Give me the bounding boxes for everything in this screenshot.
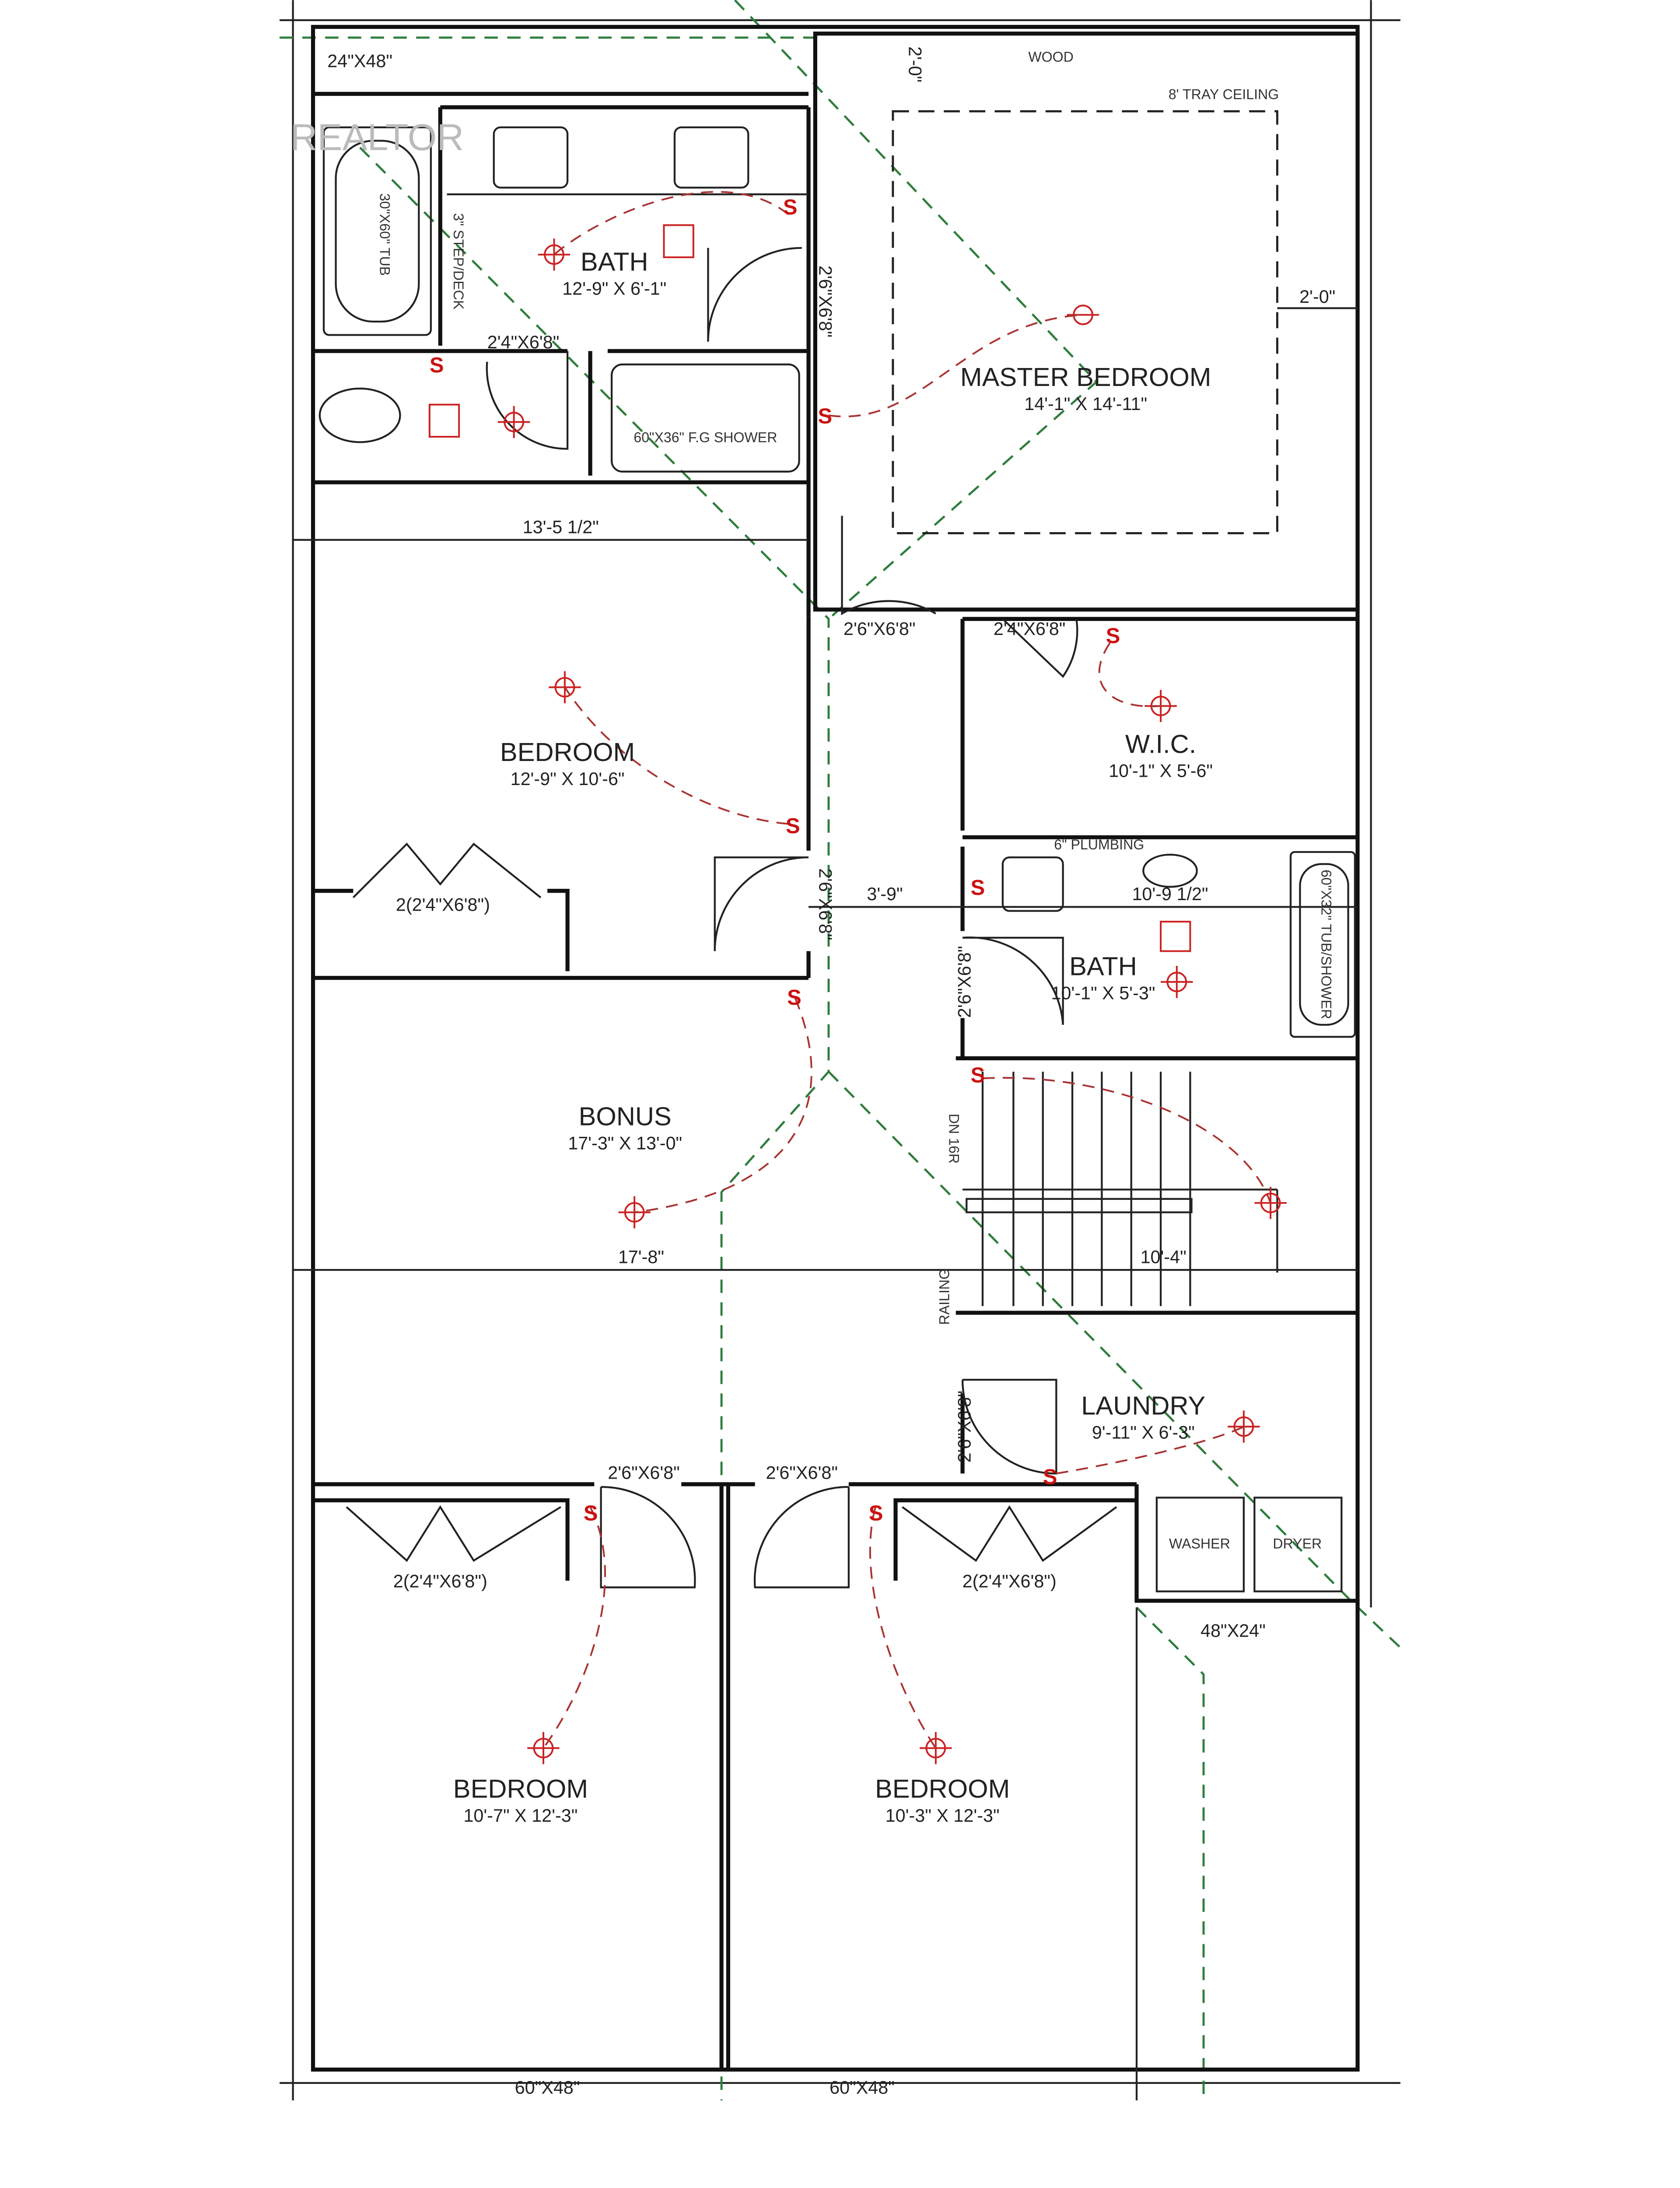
room-name-bedroom-2: BEDROOM [453,1774,588,1803]
reference-lines [280,0,1400,2100]
floor-plan: S S S S S S S S S S S MASTER BEDROOM 14'… [280,0,1400,2100]
toilet-icon [318,387,401,443]
switch-symbol: S [1043,1466,1057,1489]
light-fixture-icon [538,238,570,271]
exhaust-fan-icon [428,403,460,438]
door-labels: 2'4"X6'8" 2'6"X6'8" 2'6"X6'8" 2'4"X6'8" … [393,266,1066,1592]
realtor-watermark: REALTOR [290,116,464,158]
door-label: 2'6"X6'8" [766,1462,838,1483]
door-label: 2'6"X6'8" [954,1391,974,1463]
fixtures [318,110,1356,1592]
room-dims-bonus: 17'-3" X 13'-0" [568,1133,682,1154]
switch-symbol: S [869,1501,883,1525]
room-name-bath: BATH [581,247,648,277]
door-label: 2(2'4"X6'8") [396,895,490,915]
note-tub: 30"X60" TUB [377,193,393,276]
sink-icon [493,126,569,189]
electrical: S S S S S S S S S S S [428,191,1287,1764]
dim-master-top: 2'-0" [905,46,925,82]
door-label: 2'6"X6'8" [844,619,916,639]
note-tray-ceiling: 8' TRAY CEILING [1169,87,1279,102]
light-fixture-icon [1228,1410,1260,1443]
switch-symbol: S [786,814,800,838]
room-dims-bedroom: 12'-9" X 10'-6" [511,769,625,789]
light-fixture-icon [497,406,530,438]
switch-symbol: S [430,354,444,377]
note-stairs-down: DN 16R [946,1114,962,1164]
doors [346,247,1117,1588]
room-dims-bath: 12'-9" X 6'-1" [562,279,666,299]
switch-symbol: S [787,986,802,1010]
room-dims-bath-2: 10'-1" X 5'-3" [1051,983,1155,1003]
exhaust-fan-icon [1160,921,1191,952]
dim-stair-width: 10'-4" [1141,1247,1186,1267]
room-name-master-bedroom: MASTER BEDROOM [960,362,1211,392]
light-fixture-icon [527,1732,560,1764]
room-dims-master-bedroom: 14'-1" X 14'-11" [1024,394,1147,414]
dim-window-right: 60"X48" [830,2077,895,2097]
room-name-bedroom-3: BEDROOM [875,1774,1010,1803]
switch-symbol: S [584,1501,598,1525]
switch-symbol: S [970,876,985,900]
note-dryer: DRYER [1273,1536,1322,1552]
note-tub-shower: 60"X32" TUB/SHOWER [1318,870,1334,1019]
room-dims-bedroom-2: 10'-7" X 12'-3" [463,1806,578,1826]
sink-icon [673,126,749,189]
note-shower: 60"X36" F.G SHOWER [634,429,777,445]
note-step: 3" STEP/DECK [451,213,466,310]
door-label: 2(2'4"X6'8") [962,1571,1057,1591]
walls [311,25,1360,2100]
light-fixture-icon [920,1732,952,1764]
dim-laundry-window: 48"X24" [1200,1621,1266,1641]
note-railing: RAILING [936,1269,952,1325]
dim-window-left: 60"X48" [515,2077,580,2097]
switch-symbol: S [970,1063,985,1087]
washer-icon [1155,1497,1245,1592]
switch-symbol: S [818,404,832,428]
room-name-laundry: LAUNDRY [1081,1391,1205,1420]
dimension-labels: 24"X48" 2'-0" 2'-0" 13'-5 1/2" 3'-9" 10'… [327,46,1335,2097]
tray-ceiling [892,110,1278,534]
dim-bath-width: 10'-9 1/2" [1132,884,1208,904]
dryer-icon [1253,1497,1343,1592]
exhaust-fan-icon [663,224,694,258]
door-label: 2'6"X6'8" [954,946,974,1018]
switch-symbol: S [783,196,798,219]
dim-master-right: 2'-0" [1299,287,1335,307]
door-label: 2'4"X6'8" [487,332,560,352]
door-label: 2'6"X6'8" [816,266,836,338]
dim-window-top: 24"X48" [327,51,392,71]
room-name-bath-2: BATH [1069,952,1137,981]
roof-lines [280,0,1400,2100]
room-name-wic: W.I.C. [1125,729,1196,758]
door-label: 2'4"X6'8" [994,619,1066,639]
light-fixture-icon [1161,966,1193,998]
door-label: 2(2'4"X6'8") [393,1571,487,1591]
dim-bonus-width: 17'-8" [618,1247,664,1267]
room-dims-laundry: 9'-11" X 6'-3" [1092,1423,1195,1443]
staircase [962,1071,1278,1306]
room-dims-bedroom-3: 10'-3" X 12'-3" [886,1806,1000,1826]
dimension-lines [293,307,1358,1271]
room-labels: MASTER BEDROOM 14'-1" X 14'-11" BATH 12'… [453,247,1213,1826]
dim-bedroom-width: 13'-5 1/2" [523,517,599,537]
light-fixture-icon [1067,305,1099,325]
dim-hall-width: 3'-9" [867,884,903,904]
notes: WOOD 8' TRAY CEILING 30"X60" TUB 3" STEP… [377,49,1334,1552]
room-name-bonus: BONUS [579,1101,672,1131]
switch-symbol: S [1106,624,1120,648]
room-dims-wic: 10'-1" X 5'-6" [1109,761,1213,781]
room-name-bedroom: BEDROOM [500,737,635,767]
note-plumbing: 6" PLUMBING [1054,837,1144,852]
door-label: 2'6"X6'8" [608,1462,680,1483]
shower-icon [610,363,800,473]
door-label: 2'6"X6'8" [816,868,836,940]
note-wood: WOOD [1028,49,1074,65]
note-washer: WASHER [1169,1536,1230,1552]
